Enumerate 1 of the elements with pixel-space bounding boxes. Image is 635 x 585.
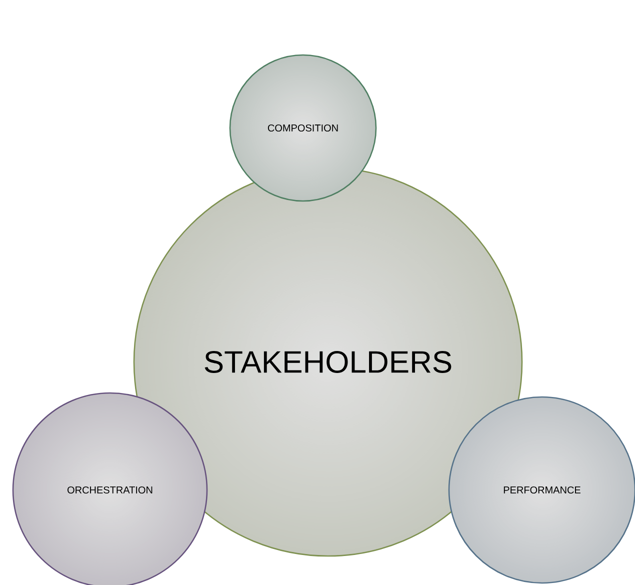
circle-node: COMPOSITION xyxy=(229,54,377,202)
